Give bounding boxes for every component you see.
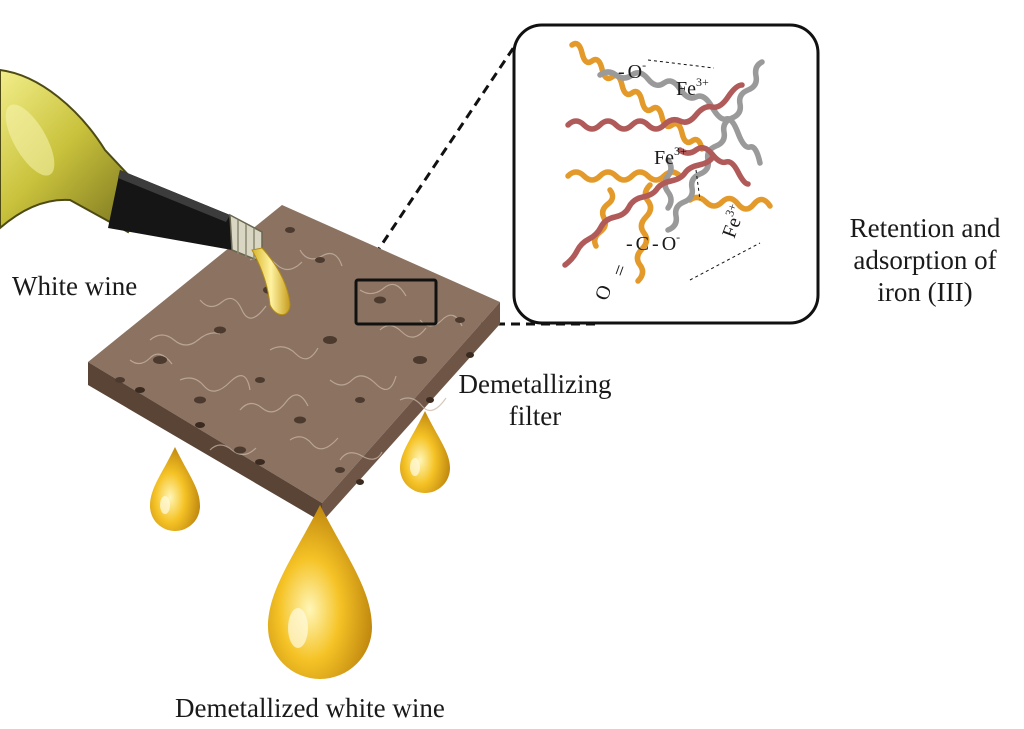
wine-drop-icon xyxy=(268,505,372,679)
retention-label-line3: iron (III) xyxy=(877,277,973,307)
oxygen-label: -O- xyxy=(618,58,646,83)
filter-label: Demetallizing filter xyxy=(440,368,630,432)
retention-label: Retention and adsorption of iron (III) xyxy=(835,212,1015,308)
iron-ion-label: Fe3+ xyxy=(676,75,709,100)
filter-label-line2: filter xyxy=(508,401,562,431)
retention-label-line1: Retention and xyxy=(849,213,1001,243)
filter-zoom-region xyxy=(354,278,438,326)
wine-stream xyxy=(251,247,291,316)
zoom-inset: -O- Fe3+ Fe3+ Fe3+ -C-O- = O xyxy=(512,23,820,325)
white-wine-label: White wine xyxy=(12,271,138,301)
carbonyl-oxygen-label: O xyxy=(591,282,617,303)
carboxylate-carbon-label: -C-O- xyxy=(626,230,680,255)
wine-bottle-icon xyxy=(0,68,263,264)
wine-drop-icon xyxy=(400,411,450,493)
wine-drop-icon xyxy=(150,447,200,531)
retention-label-line2: adsorption of xyxy=(853,245,997,275)
output-label: Demetallized white wine xyxy=(175,693,445,723)
iron-ion-label: Fe3+ xyxy=(654,144,687,169)
filter-label-line1: Demetallizing xyxy=(458,369,612,399)
